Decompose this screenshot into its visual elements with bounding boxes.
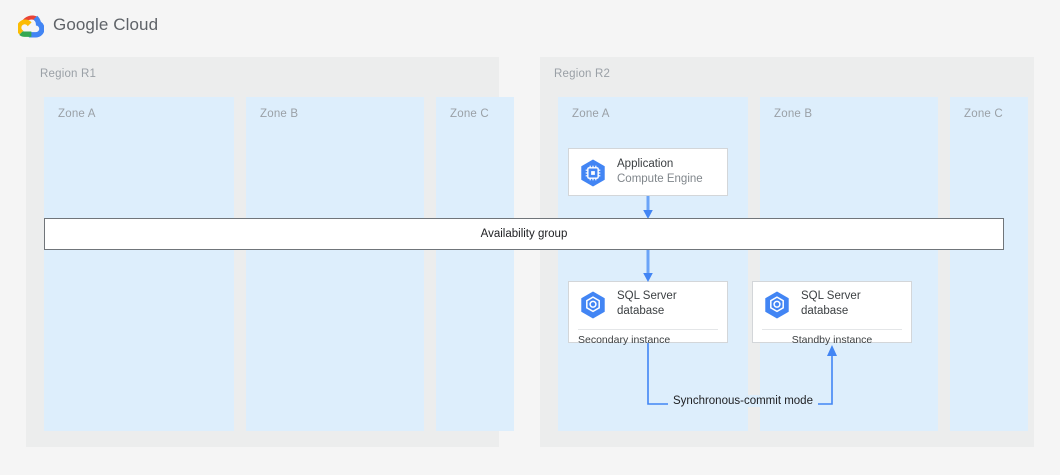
sql-server-standby-header: SQL Server database <box>753 282 911 325</box>
sql-server-secondary-card[interactable]: SQL Server database Secondary instance <box>568 281 728 346</box>
sql-server-title-line2: database <box>801 304 849 317</box>
card-divider <box>578 329 718 330</box>
sql-server-database-icon <box>578 290 608 325</box>
region-r2: Region R2 Zone A Zone B Zone C <box>540 57 1034 447</box>
sql-server-standby-footer: Standby instance <box>791 334 873 346</box>
application-compute-engine-card[interactable]: Application Compute Engine <box>568 148 728 196</box>
application-subtitle: Compute Engine <box>617 172 703 185</box>
connector-availability-group-to-secondary <box>640 249 656 283</box>
sql-server-standby-body: SQL Server database <box>801 289 902 318</box>
availability-group-label: Availability group <box>480 228 568 240</box>
zone-label: Zone C <box>964 108 1003 120</box>
zone-label: Zone B <box>774 108 813 120</box>
region-r1-zone-b: Zone B <box>246 97 424 431</box>
region-r2-label: Region R2 <box>554 68 611 80</box>
brand-label: Google Cloud <box>53 15 159 34</box>
sql-server-database-icon <box>762 290 792 325</box>
sql-server-secondary-footer: Secondary instance <box>578 334 671 346</box>
region-r1-label: Region R1 <box>40 68 97 80</box>
availability-group-bar: Availability group <box>44 218 1004 250</box>
google-cloud-logo-icon <box>16 12 45 38</box>
region-r2-zone-b: Zone B <box>760 97 938 431</box>
region-r1: Region R1 Zone A Zone B Zone C <box>26 57 514 447</box>
application-title: Application <box>617 158 674 170</box>
compute-engine-icon <box>578 158 608 188</box>
synchronous-commit-label: Synchronous-commit mode <box>668 395 818 407</box>
sql-server-secondary-header: SQL Server database <box>569 282 727 325</box>
region-r1-zone-a: Zone A <box>44 97 234 431</box>
card-divider <box>762 329 902 330</box>
page-header: Google Cloud <box>0 0 1060 48</box>
sql-server-standby-card[interactable]: SQL Server database Standby instance <box>752 281 912 346</box>
connector-app-to-availability-group <box>640 196 656 220</box>
zone-label: Zone A <box>572 108 610 120</box>
application-card-body: Application Compute Engine <box>617 157 718 186</box>
sql-server-secondary-body: SQL Server database <box>617 289 718 318</box>
zone-label: Zone B <box>260 108 299 120</box>
sql-server-title-line2: database <box>617 304 665 317</box>
region-r2-zone-c: Zone C <box>950 97 1028 431</box>
region-r1-zone-c: Zone C <box>436 97 514 431</box>
sql-server-title-line1: SQL Server <box>617 290 677 302</box>
zone-label: Zone C <box>450 108 489 120</box>
zone-label: Zone A <box>58 108 96 120</box>
brand: Google Cloud <box>16 12 159 38</box>
sql-server-title-line1: SQL Server <box>801 290 861 302</box>
